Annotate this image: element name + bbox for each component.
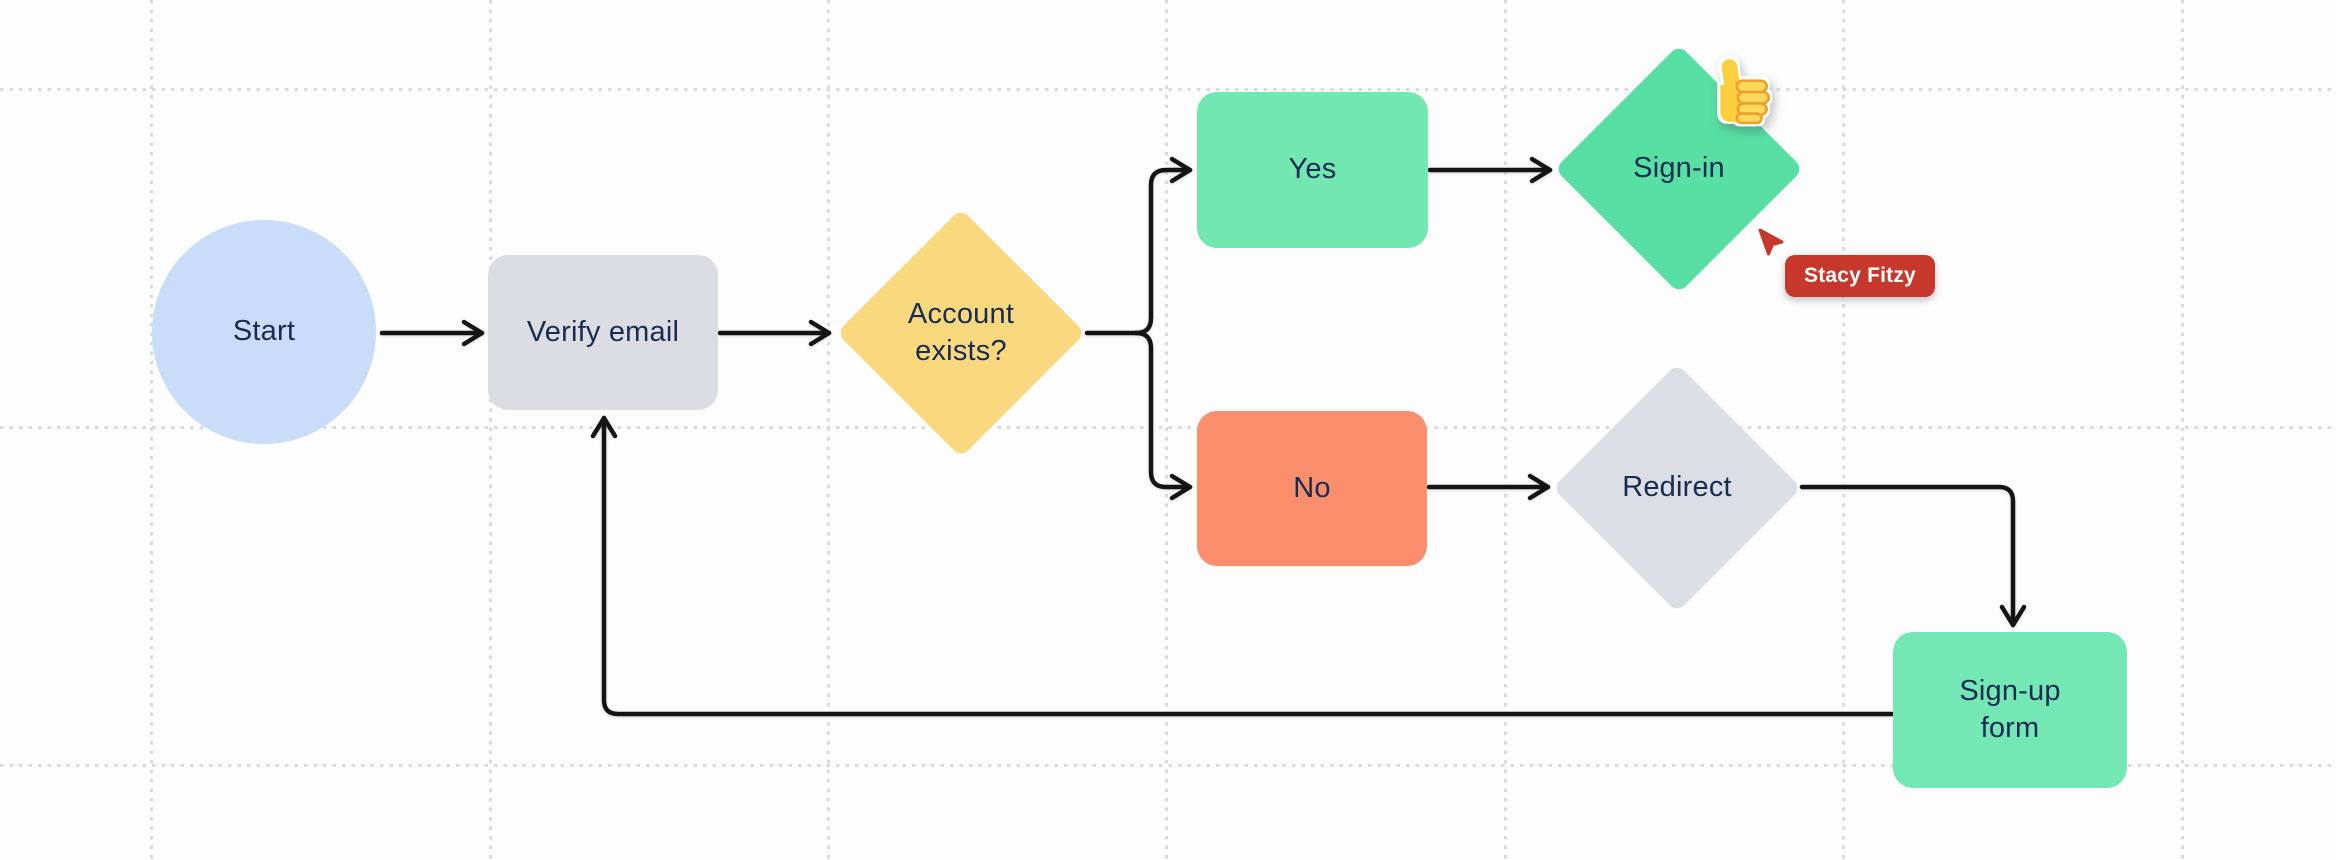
node-account-exists-label: Account exists? xyxy=(907,297,1015,367)
node-redirect-label: Redirect xyxy=(1622,471,1732,504)
grid-line xyxy=(150,0,153,860)
edge-account-yes[interactable] xyxy=(1133,156,1193,336)
grid-line xyxy=(827,0,830,860)
thumbs-up-icon xyxy=(1720,59,1771,125)
grid-line xyxy=(0,764,2336,767)
node-yes-label: Yes xyxy=(1288,153,1337,186)
edge-account-no[interactable] xyxy=(1133,330,1193,501)
node-sign-in-label: Sign-in xyxy=(1633,152,1725,185)
grid-line xyxy=(2181,0,2184,860)
thumbs-up-sticker[interactable] xyxy=(1712,56,1774,131)
node-start-label: Start xyxy=(232,315,296,348)
node-no[interactable] xyxy=(1197,411,1427,566)
grid-line xyxy=(1165,0,1168,860)
node-start[interactable] xyxy=(152,220,376,444)
node-no-label: No xyxy=(1293,471,1331,504)
grid-line xyxy=(0,88,2336,91)
node-verify-email-label: Verify email xyxy=(526,315,680,348)
node-yes[interactable] xyxy=(1197,92,1428,248)
grid-line xyxy=(1842,0,1845,860)
collaborator-name-badge: Stacy Fitzy xyxy=(1785,255,1935,297)
edge-redirect-signup[interactable] xyxy=(1799,484,2027,628)
collaborator-cursor-icon xyxy=(1758,228,1788,266)
node-signup-form-label: Sign-up form xyxy=(1959,674,2061,744)
grid-line xyxy=(0,426,2336,429)
grid-line xyxy=(489,0,492,860)
grid-line xyxy=(1504,0,1507,860)
node-signup-form[interactable] xyxy=(1893,632,2127,788)
collaborator-name: Stacy Fitzy xyxy=(1804,264,1916,287)
node-verify-email[interactable] xyxy=(488,255,718,410)
edge-signup-verify[interactable] xyxy=(590,415,1895,717)
